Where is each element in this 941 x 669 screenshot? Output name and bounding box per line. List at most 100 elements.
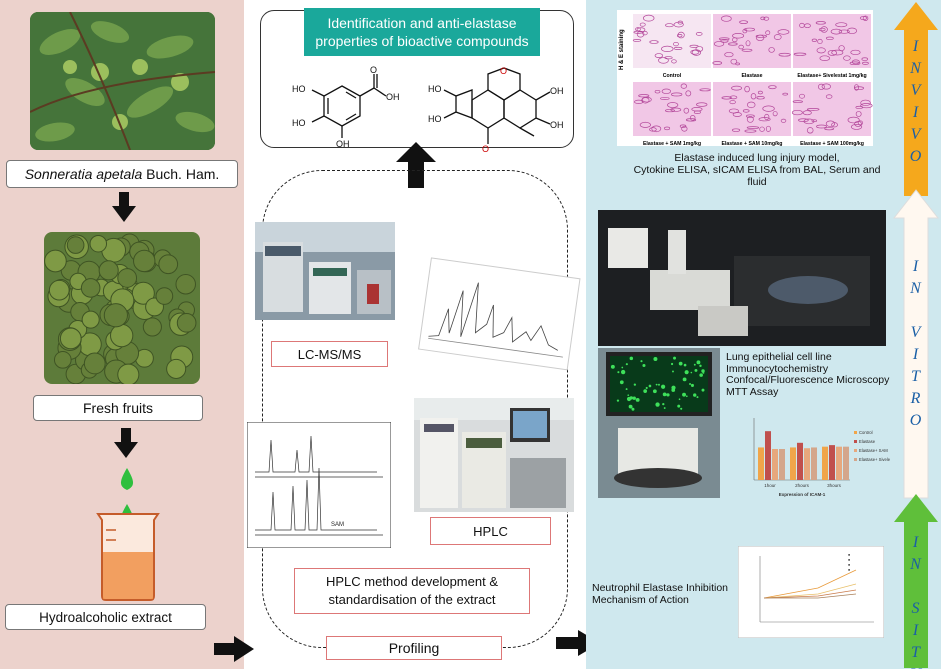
tissue-mark xyxy=(824,127,835,131)
tissue-mark xyxy=(825,94,833,99)
tissue-mark xyxy=(741,48,753,52)
cell-mark xyxy=(677,404,681,408)
method-line2: standardisation of the extract xyxy=(328,592,496,607)
tissue-mark xyxy=(683,107,690,114)
cell-mark xyxy=(663,407,666,409)
cell-mark xyxy=(625,363,628,366)
tissue-mark xyxy=(735,62,741,66)
invitro-line4: MTT Assay xyxy=(726,385,779,398)
x-tick-label: 1hour xyxy=(764,483,776,488)
bar xyxy=(772,449,778,480)
tissue-mark xyxy=(815,21,826,25)
tissue-mark xyxy=(806,127,814,134)
plant-name-label: Sonneratia apetala Buch. Ham. xyxy=(6,160,238,188)
svg-text:■: ■ xyxy=(848,563,850,567)
tissue-mark xyxy=(731,128,741,132)
confocal-microscope-photo xyxy=(598,210,886,346)
histology-panel xyxy=(633,82,711,136)
invitro-line1: Lung epithelial cell line xyxy=(726,351,832,363)
legend-swatch xyxy=(854,449,857,452)
histology-panel xyxy=(713,82,791,136)
tissue-mark xyxy=(745,114,755,118)
fruit-mark xyxy=(142,317,162,337)
tissue-mark xyxy=(827,50,838,56)
tissue-mark xyxy=(642,14,655,22)
fruit-mark xyxy=(158,254,179,275)
fruit-mark xyxy=(110,323,134,348)
tissue-mark xyxy=(685,90,692,97)
bar xyxy=(765,431,771,480)
cell-mark xyxy=(640,360,643,363)
profiling-label: Profiling xyxy=(326,636,502,660)
legend-swatch xyxy=(854,431,857,434)
fruit-mark xyxy=(131,281,155,305)
cell-mark xyxy=(662,403,665,406)
histology-caption: Elastase + SAM 1mg/kg xyxy=(643,141,701,146)
bar xyxy=(829,445,835,480)
tissue-mark xyxy=(661,45,674,52)
vertical-letter: I xyxy=(912,38,920,55)
cell-mark xyxy=(620,369,626,375)
invivo-line1: Elastase induced lung injury model, xyxy=(674,152,840,164)
tissue-mark xyxy=(742,28,748,34)
tissue-mark xyxy=(778,52,791,57)
tissue-mark xyxy=(738,44,744,50)
tissue-mark xyxy=(760,16,766,21)
svg-text:O: O xyxy=(482,144,489,154)
tissue-mark xyxy=(746,126,760,129)
fruit-mark xyxy=(175,273,196,295)
cell-mark xyxy=(619,380,624,385)
fruit-mark xyxy=(66,236,85,254)
cell-mark xyxy=(678,398,681,401)
fruit-mark xyxy=(48,279,70,301)
tissue-mark xyxy=(820,26,828,33)
tissue-mark xyxy=(763,16,770,21)
plant-name-italic: Sonneratia apetala xyxy=(24,166,143,182)
vertical-letter: T xyxy=(911,368,921,385)
svg-text:O: O xyxy=(500,66,507,76)
tissue-mark xyxy=(695,32,703,36)
tissue-mark xyxy=(649,40,659,44)
tissue-mark xyxy=(721,15,732,22)
tissue-mark xyxy=(677,20,684,25)
tissue-mark xyxy=(811,38,817,42)
tissue-mark xyxy=(765,125,771,132)
tissue-mark xyxy=(802,110,812,116)
tissue-mark xyxy=(664,56,673,60)
svg-text:■: ■ xyxy=(848,568,850,572)
tissue-mark xyxy=(689,115,696,121)
tissue-mark xyxy=(762,105,775,112)
cell-mark xyxy=(694,368,698,372)
tissue-mark xyxy=(720,39,729,43)
cell-mark xyxy=(673,356,676,360)
tissue-mark xyxy=(664,126,671,131)
cell-mark xyxy=(645,386,648,390)
insitu-line1: Neutrophil Elastase Inhibition xyxy=(592,582,728,594)
fruit-mark xyxy=(53,350,72,369)
tissue-mark xyxy=(849,61,861,66)
fruit-mark xyxy=(103,303,128,328)
cell-mark xyxy=(666,393,670,397)
tissue-mark xyxy=(782,92,789,96)
cell-mark xyxy=(655,383,658,386)
tissue-mark xyxy=(793,52,807,56)
fruits-photo xyxy=(44,232,200,384)
fresh-fruits-label: Fresh fruits xyxy=(33,395,203,421)
tissue-mark xyxy=(830,28,842,35)
tissue-mark xyxy=(777,29,790,35)
vertical-letter: S xyxy=(911,600,921,617)
down-arrow-1 xyxy=(112,192,136,222)
cell-mark xyxy=(627,394,630,397)
tissue-mark xyxy=(768,47,775,53)
fruit-mark xyxy=(133,249,156,273)
down-arrow-2 xyxy=(114,428,138,458)
cell-mark xyxy=(629,356,634,361)
tissue-mark xyxy=(831,49,844,56)
tissue-mark xyxy=(854,84,859,91)
tissue-mark xyxy=(821,83,831,90)
legend-swatch xyxy=(854,440,857,443)
tissue-mark xyxy=(732,37,738,43)
vertical-letter: I xyxy=(912,104,920,121)
tissue-mark xyxy=(759,126,765,132)
tissue-mark xyxy=(739,20,749,24)
